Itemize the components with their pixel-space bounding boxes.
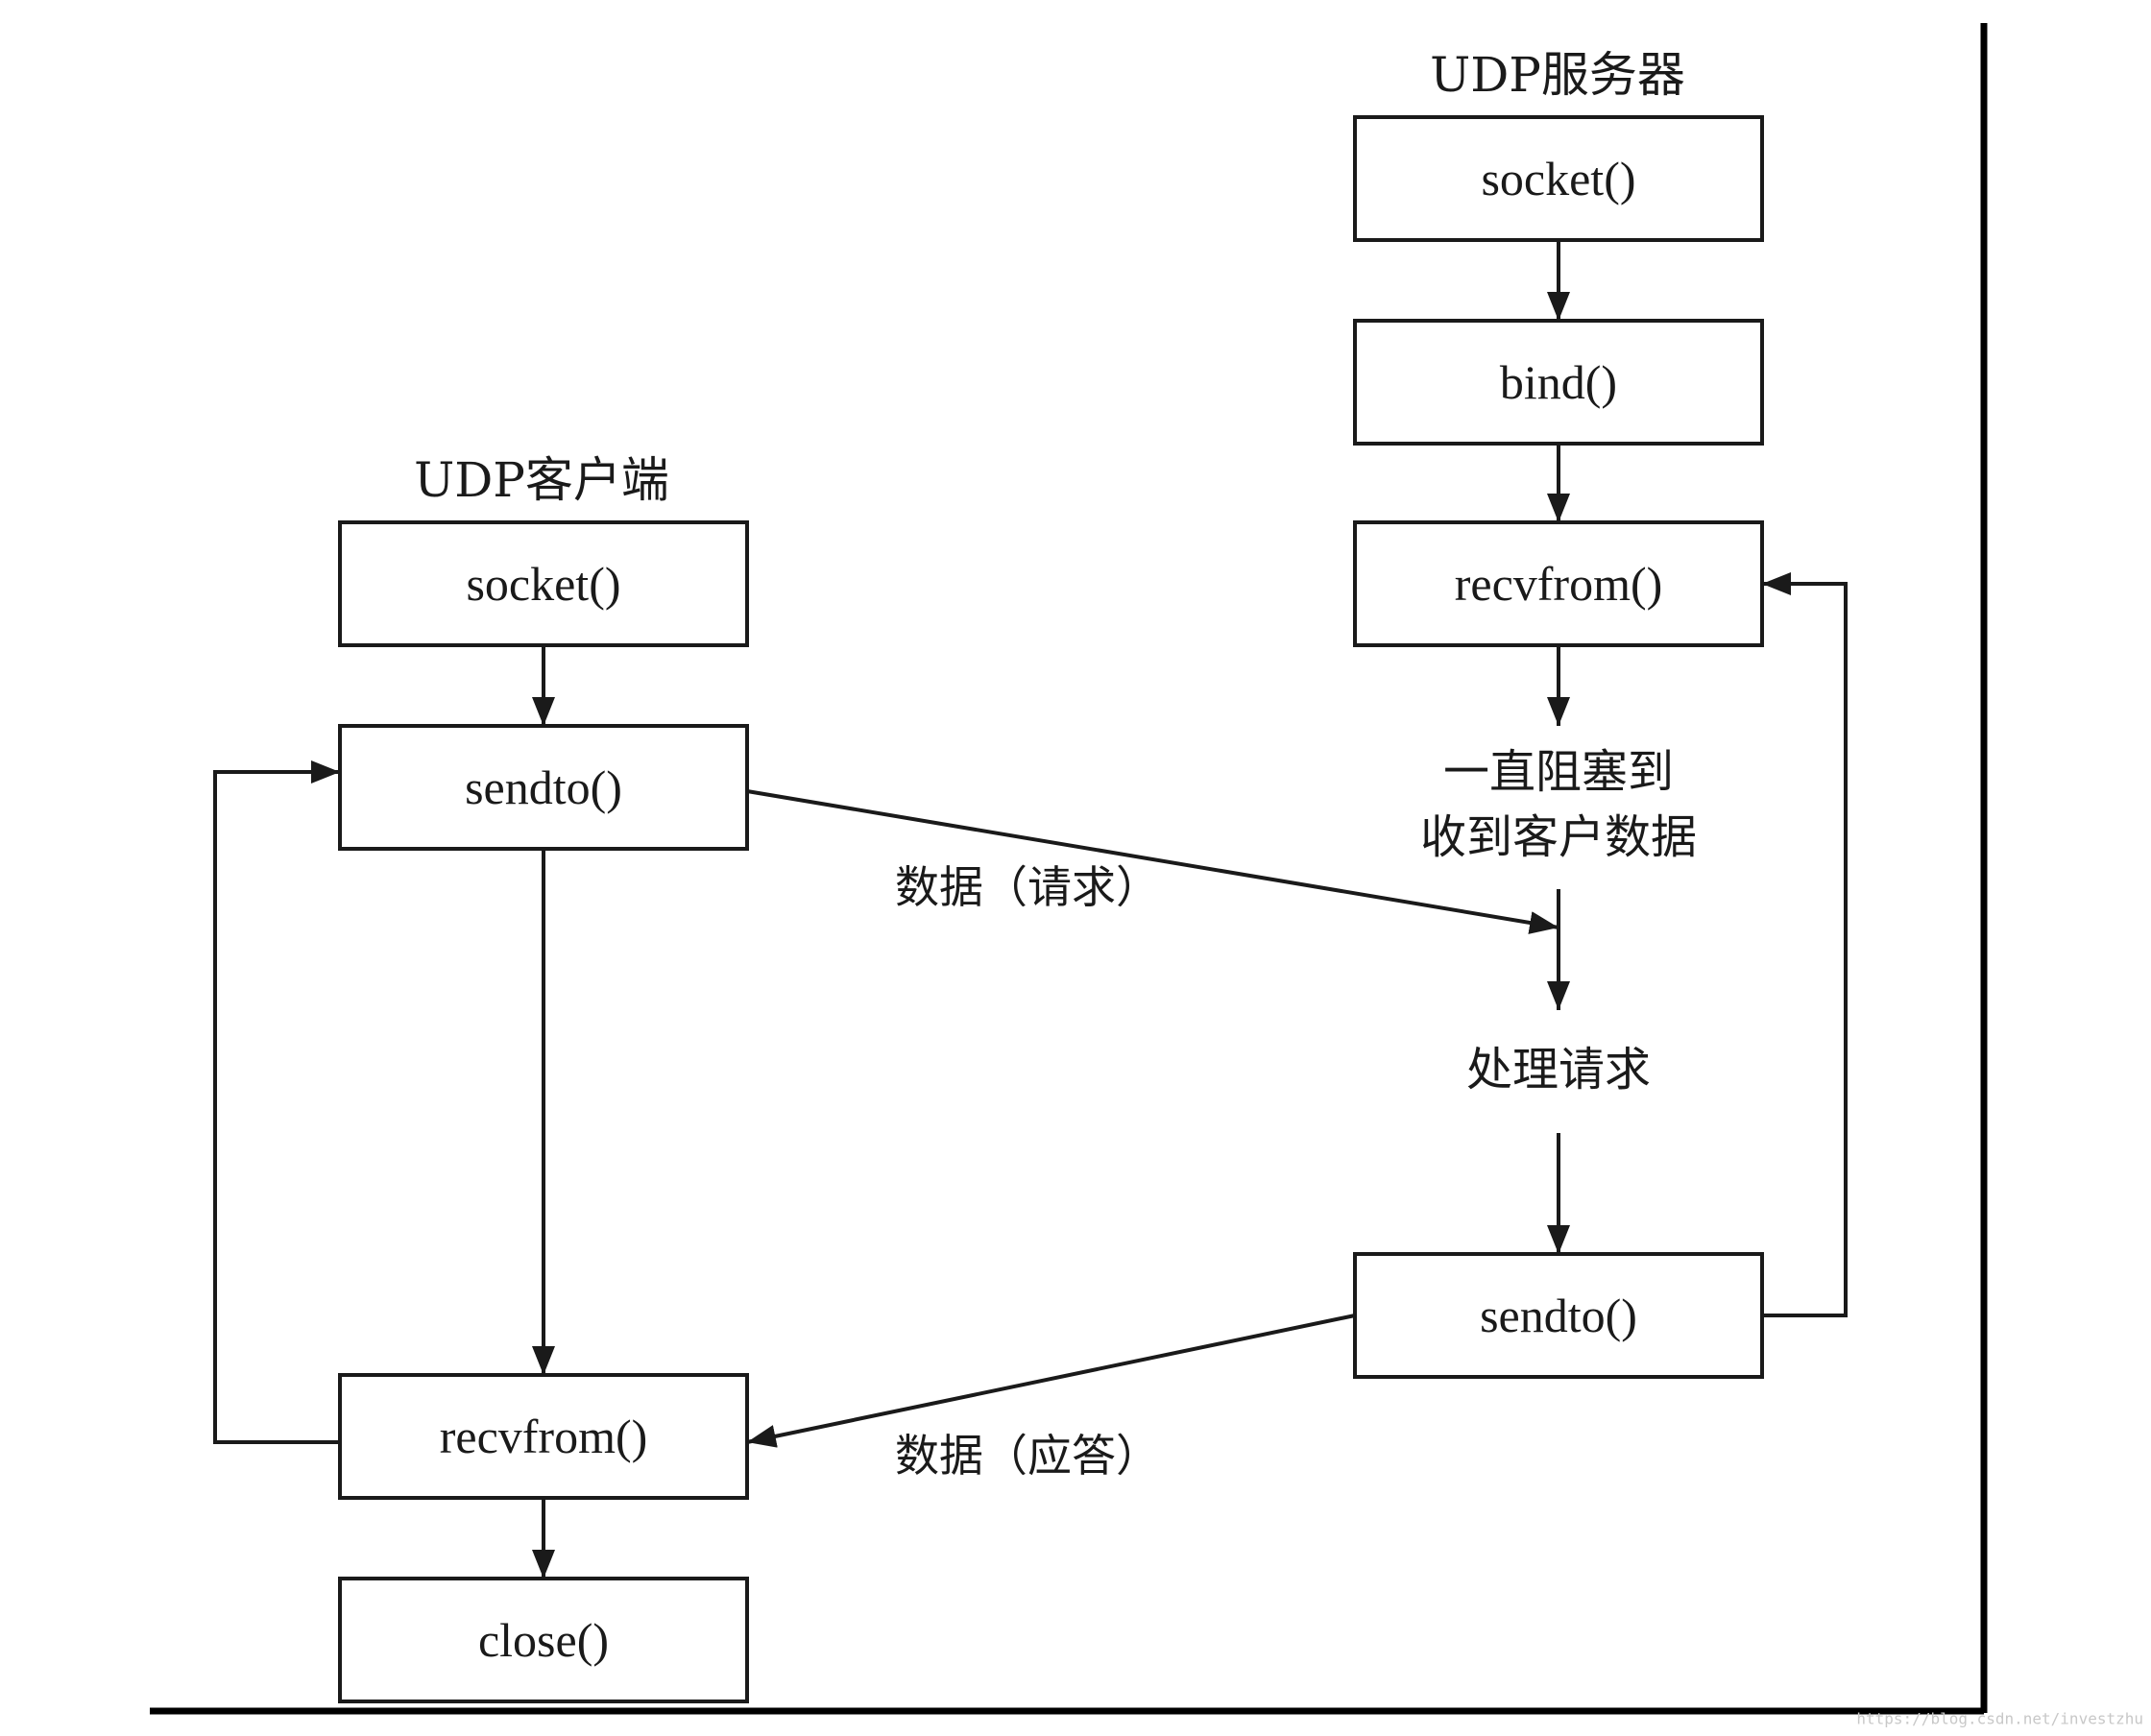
server-sendto-node: sendto() — [1353, 1252, 1764, 1379]
server-block-note-line2: 收到客户数据 — [1420, 810, 1697, 864]
reply-message-label: 数据（应答） — [895, 1430, 1160, 1482]
client-socket-node: socket() — [338, 520, 749, 647]
server-recvfrom-label: recvfrom() — [1455, 557, 1663, 611]
edge-client-recvfrom-loop-to-sendto — [213, 760, 340, 1444]
client-close-node: close() — [338, 1577, 749, 1703]
server-bind-node: bind() — [1353, 319, 1764, 446]
client-sendto-node: sendto() — [338, 724, 749, 851]
edge-reply-server-to-client — [746, 1314, 1356, 1448]
server-sendto-label: sendto() — [1480, 1289, 1637, 1342]
server-bind-label: bind() — [1500, 355, 1617, 409]
watermark-text: https://blog.csdn.net/investzhu — [1856, 1710, 2143, 1728]
edge-server-sendto-loop-to-recvfrom — [1762, 572, 1848, 1317]
edge-request-client-to-server — [746, 789, 1559, 934]
server-socket-node: socket() — [1353, 115, 1764, 242]
client-sendto-label: sendto() — [465, 760, 622, 814]
client-recvfrom-node: recvfrom() — [338, 1373, 749, 1500]
server-block-note-line1: 一直阻塞到 — [1443, 745, 1674, 799]
client-recvfrom-label: recvfrom() — [440, 1410, 648, 1463]
client-title: UDP客户端 — [414, 452, 669, 508]
request-message-label: 数据（请求） — [895, 861, 1160, 913]
client-socket-label: socket() — [466, 557, 620, 611]
server-recvfrom-node: recvfrom() — [1353, 520, 1764, 647]
client-close-label: close() — [478, 1613, 609, 1667]
server-process-note: 处理请求 — [1466, 1043, 1651, 1097]
server-title: UDP服务器 — [1430, 47, 1685, 103]
server-socket-label: socket() — [1481, 152, 1635, 205]
